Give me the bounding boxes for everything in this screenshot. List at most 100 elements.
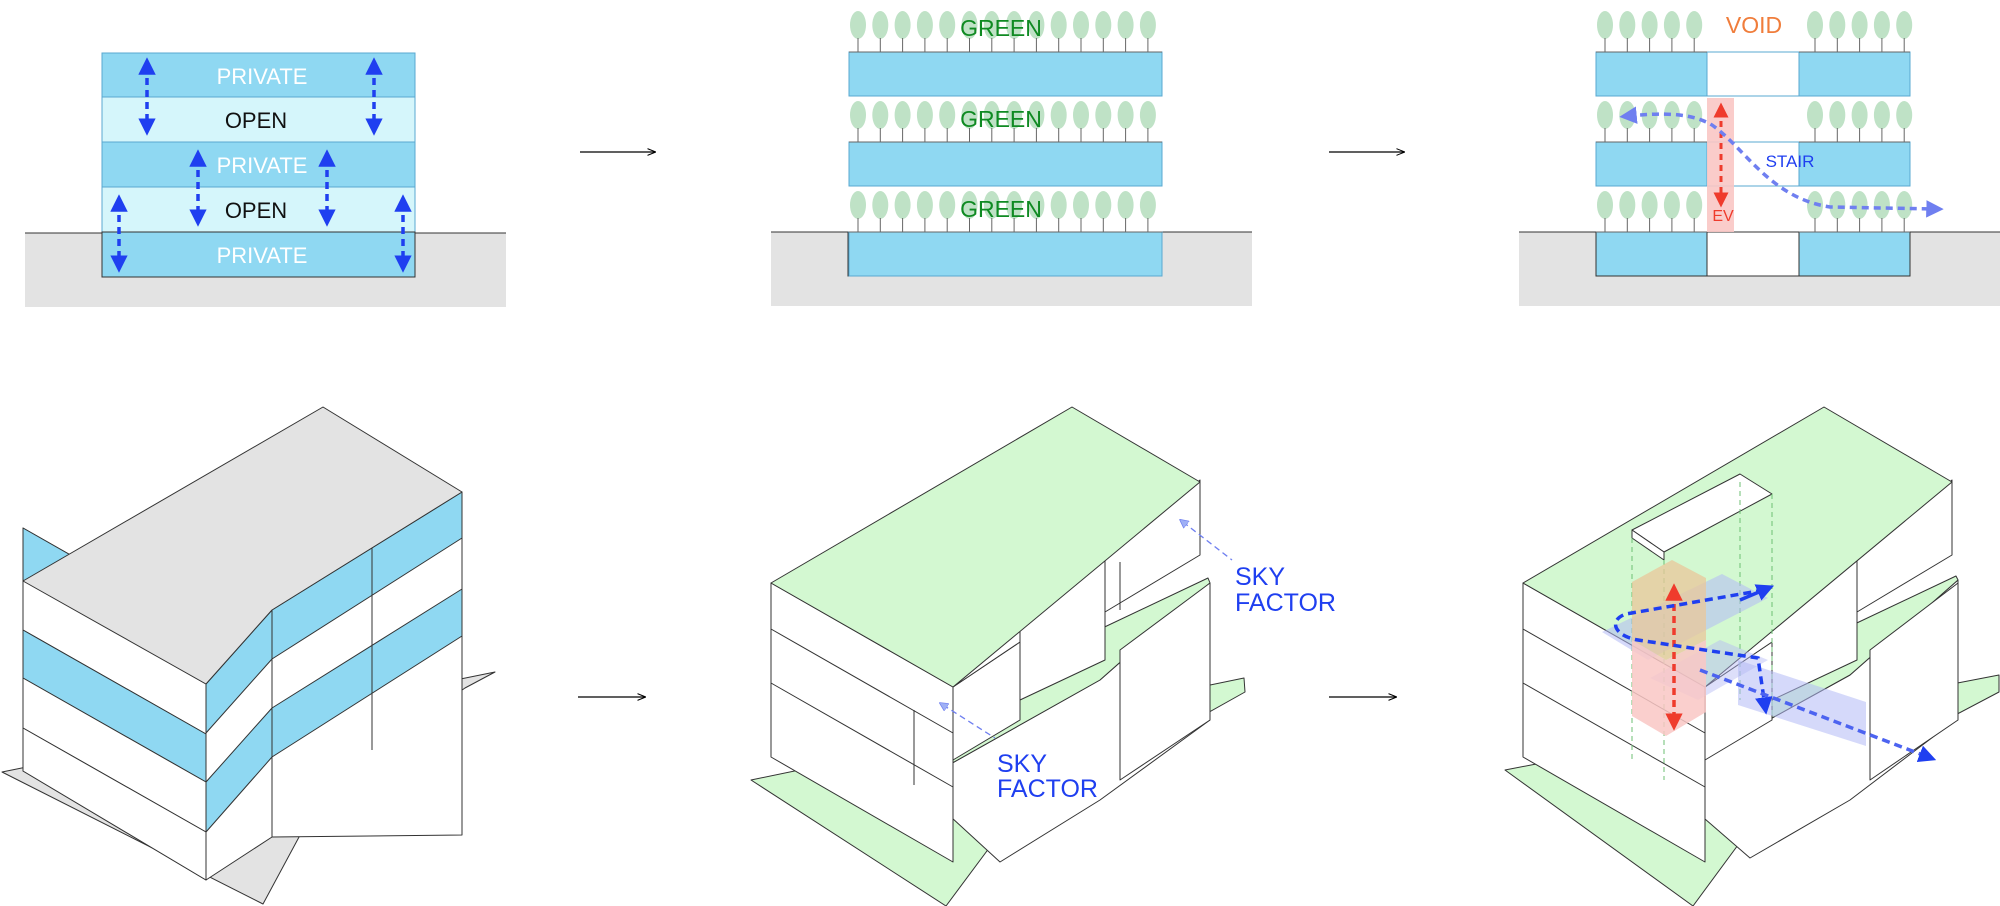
label-sky-bottom-1: SKY — [997, 750, 1047, 778]
stair-arrow — [1619, 106, 1944, 218]
tree-icon — [938, 190, 956, 233]
tree-icon — [1072, 190, 1090, 233]
slab-top-left — [1595, 51, 1708, 97]
label-sky-bottom-2: FACTOR — [997, 775, 1098, 803]
slab-mid-right — [1798, 141, 1911, 187]
slab-top-right — [1798, 51, 1911, 97]
tree-icon — [1139, 100, 1157, 143]
label-open-upper: OPEN — [225, 108, 287, 133]
label-private-top: PRIVATE — [217, 64, 308, 89]
sky-line-bottom — [943, 705, 996, 739]
tree-icon — [849, 100, 867, 143]
tree-icon — [1618, 100, 1636, 143]
label-private-bottom: PRIVATE — [217, 243, 308, 268]
tree-icon — [1851, 10, 1869, 53]
label-sky-top-2: FACTOR — [1235, 589, 1336, 617]
tree-icon — [1641, 10, 1659, 53]
tree-icon — [894, 100, 912, 143]
tree-icon — [1663, 190, 1681, 233]
panel-6-overlays — [1602, 560, 1937, 763]
floor-slab-bottom — [848, 231, 1163, 277]
tree-icon — [1094, 100, 1112, 143]
tree-icon — [1828, 190, 1846, 233]
label-green-middle: GREEN — [960, 106, 1042, 132]
floor-slab-top — [848, 51, 1163, 97]
tree-icon — [1828, 100, 1846, 143]
front-white-base — [22, 727, 207, 881]
band-private-mid — [101, 141, 416, 188]
tree-icon — [1618, 190, 1636, 233]
label-stair: STAIR — [1766, 152, 1815, 171]
band-private-bottom — [101, 231, 416, 278]
vertical-circulation-arrows — [110, 57, 412, 273]
label-green-top: GREEN — [960, 15, 1042, 41]
lower-right-face — [1119, 582, 1211, 781]
label-green-bottom: GREEN — [960, 196, 1042, 222]
tree-icon — [916, 10, 934, 53]
panel-1-section: PRIVATE OPEN PRIVATE OPEN PRIVATE — [25, 52, 506, 307]
tree-icon — [1806, 190, 1824, 233]
tree-icon — [916, 190, 934, 233]
tree-icon — [916, 100, 934, 143]
tree-icon — [1895, 190, 1913, 233]
roof — [22, 406, 463, 685]
tree-icon — [1851, 190, 1869, 233]
slab-bottom-left — [1595, 231, 1708, 277]
tree-icon — [849, 190, 867, 233]
panel-3-section: VOID STAIR EV — [1519, 10, 2000, 306]
tree-icon — [1117, 10, 1135, 53]
tree-icon — [1641, 190, 1659, 233]
slab-mid-left — [1595, 141, 1708, 187]
floor-slab-middle — [848, 141, 1163, 187]
stair-arrow-lower — [1699, 668, 1937, 763]
tree-icon — [871, 190, 889, 233]
label-private-mid: PRIVATE — [217, 153, 308, 178]
tree-icon — [1873, 190, 1891, 233]
tree-icon — [1072, 10, 1090, 53]
label-void: VOID — [1726, 12, 1782, 38]
tree-icon — [1072, 100, 1090, 143]
tree-icon — [1050, 10, 1068, 53]
tree-icon — [1117, 100, 1135, 143]
tree-icon — [1663, 10, 1681, 53]
band-open-lower — [101, 186, 416, 233]
tree-icon — [1873, 10, 1891, 53]
tree-icon — [894, 190, 912, 233]
tree-icon — [1685, 10, 1703, 53]
tree-rows — [1596, 10, 1913, 233]
tree-icon — [1641, 100, 1659, 143]
tree-icon — [1685, 190, 1703, 233]
sky-line-top — [1183, 522, 1233, 561]
tree-icon — [1050, 190, 1068, 233]
tree-icon — [871, 10, 889, 53]
tree-icon — [1806, 100, 1824, 143]
tree-icon — [871, 100, 889, 143]
tree-icon — [1828, 10, 1846, 53]
tree-icon — [1596, 10, 1614, 53]
green-roof — [770, 406, 1201, 688]
slab-top-void — [1706, 51, 1800, 97]
tree-icon — [1895, 100, 1913, 143]
slab-bottom-void — [1706, 231, 1800, 277]
tree-icon — [1596, 100, 1614, 143]
tree-icon — [849, 10, 867, 53]
tree-icon — [938, 10, 956, 53]
tree-icon — [1851, 100, 1869, 143]
tree-icon — [1806, 10, 1824, 53]
tree-icon — [1050, 100, 1068, 143]
tree-icon — [1895, 10, 1913, 53]
tree-icon — [1663, 100, 1681, 143]
tree-icon — [1094, 190, 1112, 233]
tree-icon — [1596, 190, 1614, 233]
tree-icon — [1873, 100, 1891, 143]
tree-icon — [1139, 190, 1157, 233]
tree-icon — [1094, 10, 1112, 53]
tree-row-middle — [849, 100, 1162, 143]
label-ev: EV — [1712, 208, 1734, 225]
tree-icon — [1117, 190, 1135, 233]
tree-icon — [894, 10, 912, 53]
void-floor-plane-2 — [1738, 660, 1866, 746]
tree-icon — [938, 100, 956, 143]
panel-2-section: GREEN GREEN GREEN — [771, 10, 1252, 306]
